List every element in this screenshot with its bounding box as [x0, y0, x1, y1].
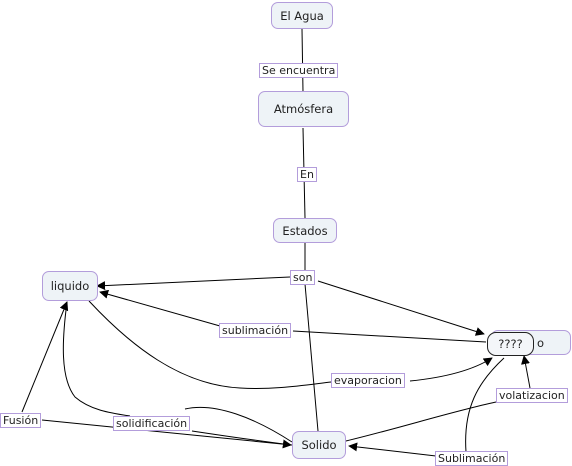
link-arrow-evaporacion-unknown: [409, 357, 493, 382]
link-arrow-son-liquido: [96, 276, 291, 291]
link-label-volatizacion: volatizacion: [496, 388, 568, 403]
link-line-son-solido: [304, 283, 319, 432]
link-arrow-sublimacion-liquido: [99, 289, 221, 327]
link-arrow-fusion-liquido: [21, 301, 69, 413]
link-label-sublimacion-bottom: Sublimación: [435, 451, 509, 466]
node-gaseoso-partial-text: o: [536, 335, 544, 350]
link-label-solidificacion: solidificación: [113, 416, 191, 431]
link-label-se-encuentra: Se encuentra: [259, 63, 339, 78]
link-arrow-solidificacion-solido: [191, 430, 292, 449]
node-el-agua[interactable]: El Agua: [271, 2, 333, 29]
link-line-solido-fusion: [41, 419, 293, 446]
link-label-evaporacion: evaporacion: [331, 373, 405, 388]
link-line-liquido-solidificacion: [62, 301, 131, 417]
link-line-unknown-sublimacion-bottom: [465, 357, 505, 453]
link-line-unknown-sublimacion: [292, 330, 487, 343]
link-label-sublimacion-top: sublimación: [219, 323, 292, 338]
link-arrow-volatizacion-unknown: [521, 355, 531, 389]
link-label-en: En: [297, 167, 317, 182]
link-line-liquido-evaporacion: [88, 300, 332, 389]
link-arrow-sublimacion-solido: [348, 442, 437, 457]
link-line-solido-curve: [184, 406, 293, 443]
node-atmosfera[interactable]: Atmósfera: [258, 91, 349, 127]
node-estados[interactable]: Estados: [273, 218, 337, 243]
node-solido[interactable]: Solido: [292, 431, 346, 459]
node-liquido[interactable]: liquido: [42, 271, 98, 301]
node-unknown[interactable]: ????: [487, 332, 534, 356]
link-line-el-agua: [301, 28, 304, 93]
link-label-fusion: Fusión: [0, 413, 42, 428]
link-line-solido-volatizacion: [345, 401, 497, 442]
link-label-son: son: [290, 270, 316, 285]
link-arrow-son-unknown: [317, 280, 485, 336]
